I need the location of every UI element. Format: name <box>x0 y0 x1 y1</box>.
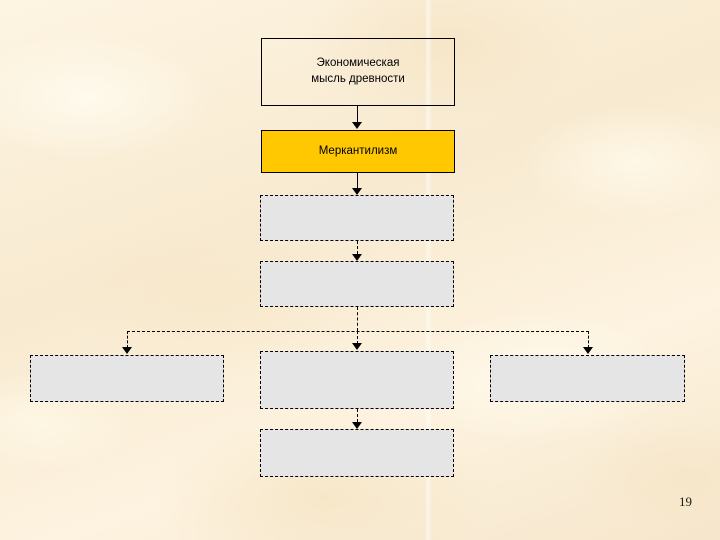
connector-bus-right <box>588 331 589 348</box>
arrowhead-center-bottom <box>352 422 362 429</box>
node-blank-center[interactable] <box>260 351 454 409</box>
connector-bus-left <box>127 331 128 348</box>
connector-n2-n3 <box>357 173 358 188</box>
connector-bus-center <box>357 331 358 344</box>
connector-n1-n2 <box>357 106 358 123</box>
page-number: 19 <box>679 494 692 509</box>
arrowhead-bus-center <box>352 343 362 350</box>
node-blank-bottom[interactable] <box>260 429 454 477</box>
arrowhead-n3-n4 <box>352 254 362 261</box>
arrowhead-n1-n2 <box>352 122 362 129</box>
arrowhead-bus-right <box>583 347 593 354</box>
node-blank-3[interactable] <box>260 195 454 241</box>
node-mercantilism[interactable]: Меркантилизм <box>261 130 455 173</box>
node-economic-thought-antiquity[interactable]: Экономическая мысль древности <box>261 38 455 106</box>
arrowhead-n2-n3 <box>352 188 362 195</box>
node-blank-4[interactable] <box>260 261 454 307</box>
node-blank-right[interactable] <box>490 355 685 402</box>
connector-center-bottom <box>357 409 358 422</box>
arrowhead-bus-left <box>122 347 132 354</box>
node-blank-left[interactable] <box>30 355 224 402</box>
connector-n3-n4 <box>357 241 358 254</box>
connector-n4-bus <box>357 307 358 331</box>
connector-branch-bus <box>127 331 589 332</box>
